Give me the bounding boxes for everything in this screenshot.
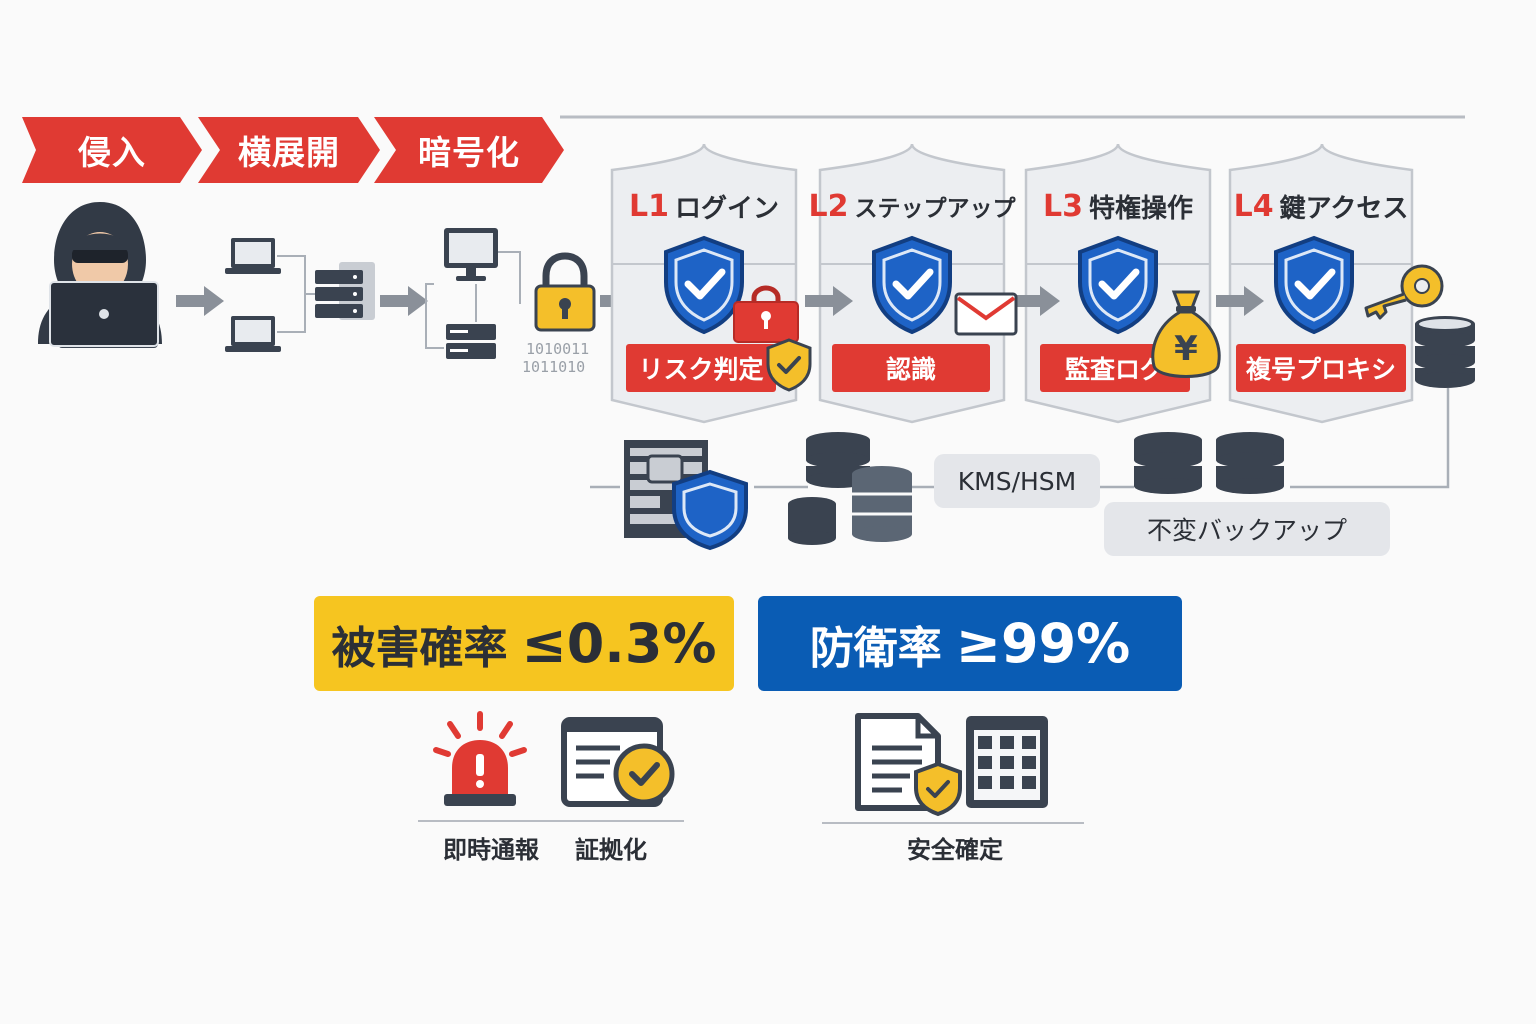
monitor-icon — [444, 228, 498, 281]
database-icon — [1415, 316, 1475, 388]
phase-label: 横展開 — [238, 133, 340, 172]
calendar-grid-icon — [966, 716, 1048, 808]
shield-check-icon — [1078, 235, 1158, 335]
layer-tag-recognition: 認識 — [832, 344, 990, 392]
alarm-icon — [433, 711, 527, 806]
money-bag-icon: ¥ — [1151, 290, 1221, 378]
divider-line — [822, 822, 1084, 824]
immutable-backup-label: 不変バックアップ — [1104, 502, 1390, 556]
laptop-icon — [225, 316, 281, 352]
damage-probability-stat: 被害確率≤0.3% — [314, 596, 734, 691]
binary-data-line: 1011010 — [522, 358, 586, 376]
caption-immediate-report: 即時通報 — [443, 836, 539, 864]
arrow-icon — [1216, 286, 1264, 316]
alert-lock-icon — [733, 285, 799, 343]
shield-check-icon — [664, 235, 744, 335]
binary-data-line: 1010011 — [526, 340, 590, 358]
database-icon — [1134, 432, 1284, 494]
hacker-icon — [38, 202, 162, 348]
layer-tag-risk-assessment: リスク判定 — [626, 344, 776, 392]
server-icon — [446, 324, 496, 359]
stat-value: ≤0.3% — [521, 612, 717, 675]
divider-line — [418, 820, 684, 822]
document-check-icon — [561, 717, 675, 807]
network-diagram-icon — [225, 238, 375, 352]
layer-name: 鍵アクセス — [1279, 193, 1409, 224]
layer-name: 特権操作 — [1088, 193, 1193, 224]
stat-value: ≥99% — [955, 612, 1131, 675]
stat-label: 被害確率 — [331, 622, 508, 674]
key-icon — [1364, 264, 1444, 320]
phase-encryption: 暗号化 — [374, 117, 564, 183]
stat-label: 防衛率 — [809, 622, 942, 674]
layer-tag-audit-log: 監査ログ — [1040, 344, 1190, 392]
caption-evidence: 証拠化 — [575, 836, 647, 864]
envelope-icon — [954, 292, 1018, 336]
layer-level: L3 — [1042, 188, 1083, 224]
layer-tag-decryption-proxy: 複号プロキシ — [1236, 344, 1406, 392]
shield-check-small-icon — [766, 338, 812, 392]
phase-label: 侵入 — [78, 133, 146, 172]
top-rule-line — [560, 115, 1465, 119]
network-diagram-icon — [425, 228, 521, 359]
kms-hsm-label: KMS/HSM — [934, 454, 1100, 508]
layer-level: L4 — [1233, 188, 1274, 224]
shield-check-icon — [872, 235, 952, 335]
phase-lateral-movement: 横展開 — [198, 117, 380, 183]
svg-text:¥: ¥ — [1174, 329, 1198, 369]
vault-icon — [624, 440, 748, 551]
layer-level: L2 — [808, 188, 849, 224]
laptop-icon — [225, 238, 281, 274]
defense-rate-stat: 防衛率≥99% — [758, 596, 1182, 691]
database-cluster-icon — [788, 432, 912, 545]
layer-name: ログイン — [674, 193, 779, 224]
caption-safety-confirmed: 安全確定 — [907, 836, 1003, 864]
layer-name: ステップアップ — [854, 196, 1016, 222]
phase-intrusion: 侵入 — [22, 117, 202, 183]
padlock-icon — [534, 252, 596, 332]
server-icon — [315, 262, 375, 320]
arrow-icon — [805, 286, 853, 316]
layer-level: L1 — [628, 188, 669, 224]
arrow-icon — [1012, 286, 1060, 316]
shield-check-icon — [1274, 235, 1354, 335]
phase-label: 暗号化 — [418, 133, 520, 172]
arrow-icon — [380, 286, 428, 316]
document-icon — [855, 713, 962, 817]
arrow-icon — [176, 286, 224, 316]
